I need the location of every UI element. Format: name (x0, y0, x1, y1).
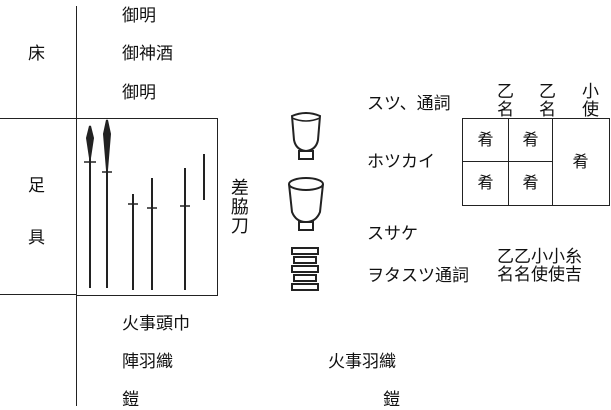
divider-vertical-top (76, 6, 77, 118)
kaji-zukin-item: 火事頭巾 (122, 314, 190, 334)
row4-tag-5-top: 糸 (565, 247, 582, 267)
tokonoma-label: 床 (28, 44, 45, 64)
row4-tag-3: 小 使 (531, 247, 548, 285)
cup-icon-1 (290, 112, 322, 160)
row4-tag-1: 乙 名 (497, 247, 514, 285)
row4-tag-4-bottom: 使 (548, 264, 565, 285)
sakana-cell-4: 肴 (522, 173, 539, 192)
row3-label: スサケ (367, 224, 418, 244)
spears-drawing (84, 119, 205, 290)
row1-tag-3-bottom: 使 (582, 99, 599, 120)
sakana-cell-big: 肴 (572, 151, 589, 171)
row4-tag-1-top: 乙 (497, 247, 514, 267)
yoroi-item-left: 鎧 (122, 390, 139, 410)
row4-tag-2-top: 乙 (514, 247, 531, 267)
divider-horizontal-top (0, 118, 77, 119)
ashi-label: 足 (28, 176, 45, 196)
row1-tag-1-bottom: 名 (497, 99, 514, 120)
yoroi-item-right: 鎧 (383, 390, 400, 410)
sakana-grid (462, 118, 610, 206)
sashiwaki-label: 差脇刀 (227, 178, 249, 235)
row1-tag-1-top: 乙 (497, 82, 514, 102)
row4-tag-5: 糸 吉 (565, 247, 582, 285)
goke-item-1: 御明 (122, 6, 156, 26)
row4-tag-1-bottom: 名 (497, 264, 514, 285)
kaji-haori-item: 火事羽織 (328, 352, 396, 372)
row1-tag-2: 乙 名 (539, 82, 556, 120)
cup-icon-2 (288, 177, 324, 231)
stacked-plates-icon (291, 247, 319, 291)
row4-tag-4: 小 使 (548, 247, 565, 285)
row1-tag-1: 乙 名 (497, 82, 514, 120)
sakana-cell-3: 肴 (477, 173, 494, 192)
omiki-item: 御神酒 (122, 44, 173, 64)
row4-tag-3-top: 小 (531, 247, 548, 267)
row2-label: ホツカイ (367, 152, 435, 172)
row4-tag-5-bottom: 吉 (565, 264, 582, 285)
row4-label: ヲタスツ通詞 (367, 266, 469, 286)
divider-vertical-bottom (76, 294, 77, 406)
gu-label: 具 (28, 228, 45, 248)
weapons-box (76, 118, 218, 296)
row4-tag-3-bottom: 使 (531, 264, 548, 285)
goke-item-2: 御明 (122, 83, 156, 103)
row1-label: スツ、通詞 (367, 94, 451, 114)
sakana-cell-1: 肴 (477, 130, 494, 149)
row4-tag-4-top: 小 (548, 247, 565, 267)
sakana-grid-hline (462, 161, 553, 162)
row1-tag-3-top: 小 (582, 82, 599, 102)
sakana-cell-2: 肴 (522, 130, 539, 149)
jin-haori-item: 陣羽織 (122, 352, 173, 372)
row1-tag-2-bottom: 名 (539, 99, 556, 120)
row4-tag-2: 乙 名 (514, 247, 531, 285)
row1-tag-3: 小 使 (582, 82, 599, 120)
sashiwaki-chars: 差脇刀 (227, 178, 249, 235)
row1-tag-2-top: 乙 (539, 82, 556, 102)
row4-tag-2-bottom: 名 (514, 264, 531, 285)
divider-horizontal-bottom (0, 294, 77, 295)
